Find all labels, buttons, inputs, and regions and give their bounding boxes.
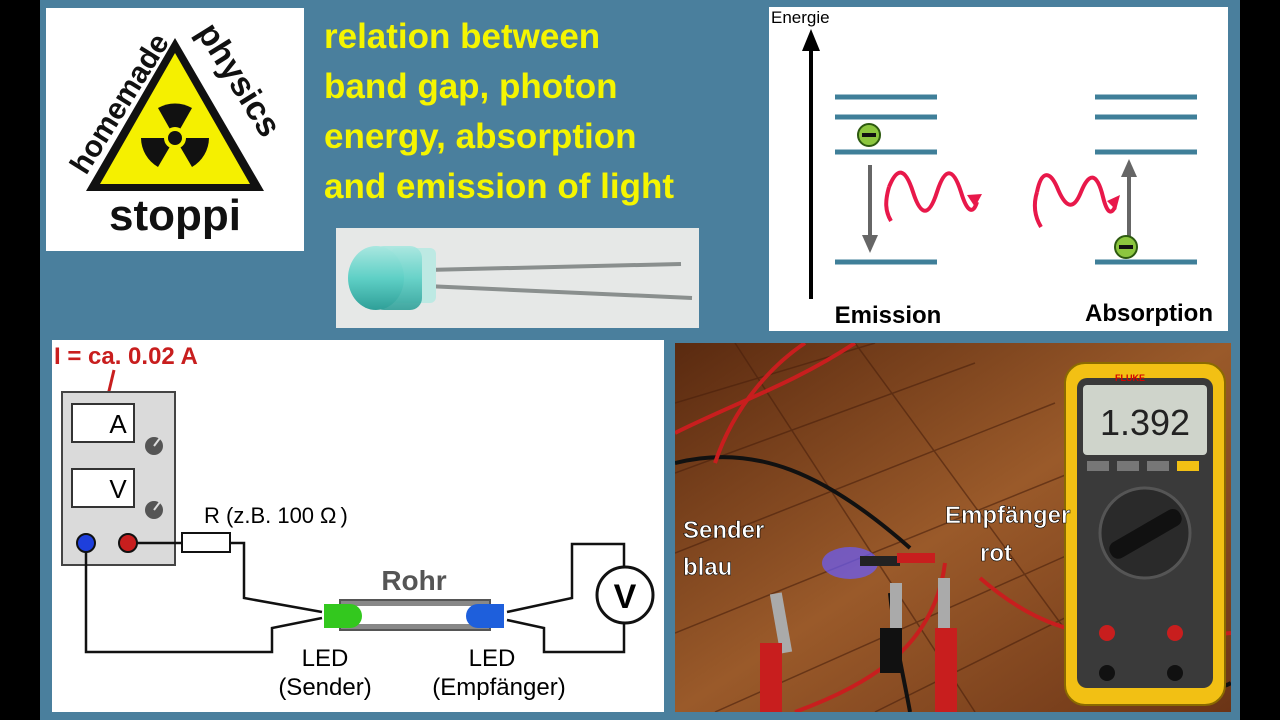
radiation-trefoil-icon [141,103,209,167]
multimeter-brand: FLUKE [1115,373,1145,383]
voltmeter-label: V [109,474,127,504]
emission-levels [835,94,937,265]
title-line-3: energy, absorption [324,117,637,156]
electron-icon-emission [857,123,881,147]
absorption-levels [1095,94,1197,265]
ammeter-display [71,403,135,443]
voltmeter-display [71,468,135,508]
logo-word-stoppi: stoppi [109,191,241,240]
voltmeter-symbol [595,565,655,625]
emission-down-arrow [862,165,878,253]
energy-axis-label: Energie [771,8,830,27]
multimeter: FLUKE 1.392 [1064,362,1226,706]
crocodile-clips [760,578,957,712]
tube-label: Rohr [381,565,446,596]
led-photo [336,228,699,328]
receiver-label-2: rot [980,540,1012,567]
slide-background: homemade physics stoppi relation between… [40,0,1240,720]
led-sender-icon [324,604,362,628]
ammeter-label: A [109,409,127,439]
emission-photon-wave [884,170,982,223]
resistor [181,532,231,553]
title-line-1: relation between [324,17,601,56]
electron-icon-absorption [1114,235,1138,259]
experiment-photo: FLUKE 1.392 Sender blau Empfänger rot [675,343,1231,712]
energy-level-diagram: Energie [769,7,1228,331]
energy-axis-arrowhead [802,29,820,51]
title-line-2: band gap, photon [324,67,618,106]
logo-panel: homemade physics stoppi [46,8,304,251]
absorption-label: Absorption [1085,300,1213,327]
multimeter-reading: 1.392 [1100,402,1190,443]
sender-label-2: blau [683,554,732,581]
radiation-warning-logo: homemade physics stoppi [64,16,289,240]
terminal-negative [76,533,96,553]
absorption-up-arrow [1121,159,1137,237]
circuit-diagram: I = ca. 0.02 A A V [52,340,664,712]
circuit-wires [84,541,626,654]
title-line-4: and emission of light [324,167,675,206]
voltmeter-symbol-label: V [614,578,637,616]
voltage-knob-icon [145,501,163,519]
current-knob-icon [145,437,163,455]
led-sender-label-1: LED [302,645,349,672]
blue-led-glow [822,547,878,579]
led-receiver-label-1: LED [469,645,516,672]
current-label: I = ca. 0.02 A [54,343,198,370]
receiver-label-1: Empfänger [945,502,1070,529]
led-receiver-icon [466,604,504,628]
led-component-image [336,228,699,328]
led-receiver-label-2: (Empfänger) [432,674,565,701]
led-sender-label-2: (Sender) [278,674,371,701]
emission-label: Emission [835,302,942,329]
terminal-positive [118,533,138,553]
sender-label-1: Sender [683,517,764,544]
absorption-photon-wave [1032,173,1120,229]
slide-title: relation between band gap, photon energy… [324,12,674,212]
